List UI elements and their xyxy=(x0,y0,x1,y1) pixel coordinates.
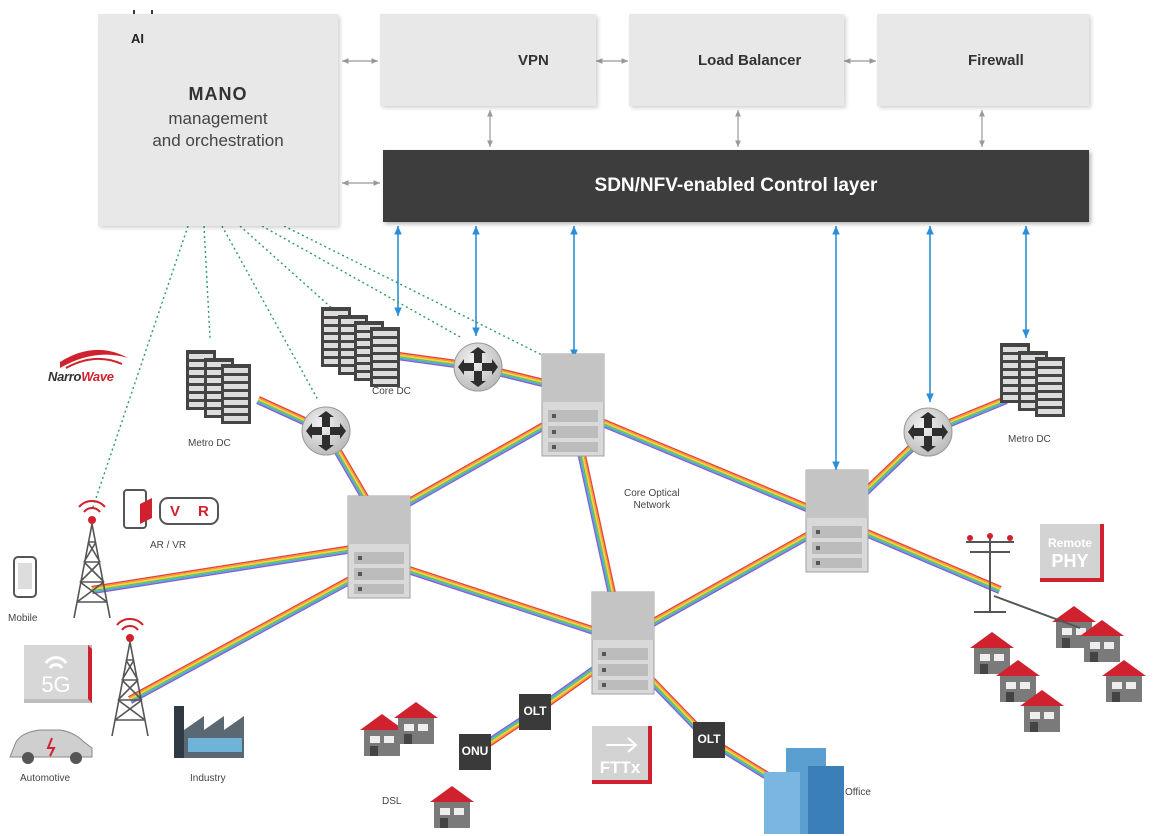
metro-dc-left-label: Metro DC xyxy=(188,438,231,449)
mano-subtitle: management and orchestration xyxy=(98,108,338,152)
core-dc-racks xyxy=(321,307,400,387)
fiber-link xyxy=(376,556,624,644)
automotive-car-icon xyxy=(9,729,93,764)
mobile-phone-icon xyxy=(13,556,37,598)
ai-label: AI xyxy=(131,31,144,46)
sdn-links xyxy=(394,226,1030,470)
narrowave-logo: NarroWave xyxy=(48,368,114,386)
dsl-houses xyxy=(360,702,474,828)
utility-pole-icon xyxy=(966,536,1081,629)
fttx-tile xyxy=(592,726,652,784)
office-buildings-icon xyxy=(764,748,844,834)
five-g-label: 5G xyxy=(41,672,71,697)
switch-bottom xyxy=(591,591,655,695)
olt-badge-1: OLT xyxy=(523,704,547,718)
vr-v-label: V xyxy=(170,503,181,520)
router-core-dc xyxy=(453,342,503,392)
olt-badge-2: OLT xyxy=(697,732,721,746)
remote-phy-line-2: PHY xyxy=(1051,551,1089,571)
narrowave-logo-mark xyxy=(60,349,128,369)
fiber-link xyxy=(127,561,381,704)
logo-wave: Wave xyxy=(81,369,114,384)
automotive-label: Automotive xyxy=(20,773,71,784)
control-layer-bar: SDN/NFV-enabled Control layer xyxy=(383,150,1089,222)
metro-dc-left-racks xyxy=(186,350,251,424)
metro-dc-right-racks xyxy=(1000,343,1065,417)
fiber-link xyxy=(91,540,379,595)
onu-badge: ONU xyxy=(461,744,489,758)
industry-label: Industry xyxy=(190,773,226,784)
load-balancer-label: Load Balancer xyxy=(698,52,802,69)
ar-vr-label: AR / VR xyxy=(150,540,187,551)
mano-title: MANO xyxy=(188,84,248,104)
switch-left xyxy=(347,495,411,599)
mano-links xyxy=(91,225,549,511)
core-optical-label: Core Optical Network xyxy=(624,488,680,512)
tower-2 xyxy=(111,617,149,737)
office-label: Office xyxy=(845,787,871,798)
remote-phy-line-1: Remote xyxy=(1047,536,1092,550)
tower-1 xyxy=(73,499,111,619)
dsl-label: DSL xyxy=(382,796,402,807)
core-optical-line-2: Network xyxy=(633,500,671,511)
load-balancer-box xyxy=(629,14,844,106)
core-optical-line-1: Core Optical xyxy=(624,488,680,499)
olt-box-1 xyxy=(519,694,551,730)
vr-r-label: R xyxy=(198,503,209,520)
mano-line-1: management xyxy=(168,109,268,128)
metro-dc-right-label: Metro DC xyxy=(1008,434,1051,445)
remote-phy-tile xyxy=(1040,524,1104,582)
vpn-label: VPN xyxy=(518,52,549,69)
router-metro-left xyxy=(301,406,351,456)
fiber-link xyxy=(619,516,839,644)
ar-vr-icon xyxy=(123,489,219,529)
control-arrows xyxy=(342,58,985,186)
switch-right xyxy=(805,469,869,573)
onu-box xyxy=(459,734,491,770)
remote-phy-houses xyxy=(970,606,1146,732)
mobile-label: Mobile xyxy=(8,613,38,624)
core-dc-label: Core DC xyxy=(372,386,411,397)
five-g-icon xyxy=(24,645,92,703)
control-layer-label: SDN/NFV-enabled Control layer xyxy=(594,175,878,196)
firewall-label: Firewall xyxy=(968,52,1024,69)
fiber-link xyxy=(570,406,838,524)
fttx-label: FTTx xyxy=(599,758,641,777)
router-metro-right xyxy=(903,407,953,457)
mano-box xyxy=(98,14,338,226)
industry-factory-icon xyxy=(174,706,244,758)
vpn-box xyxy=(380,14,596,106)
olt-box-2 xyxy=(693,722,725,758)
firewall-box xyxy=(877,14,1089,106)
switch-core xyxy=(541,353,605,457)
logo-narro: Narro xyxy=(48,369,82,384)
mano-line-2: and orchestration xyxy=(152,131,284,150)
